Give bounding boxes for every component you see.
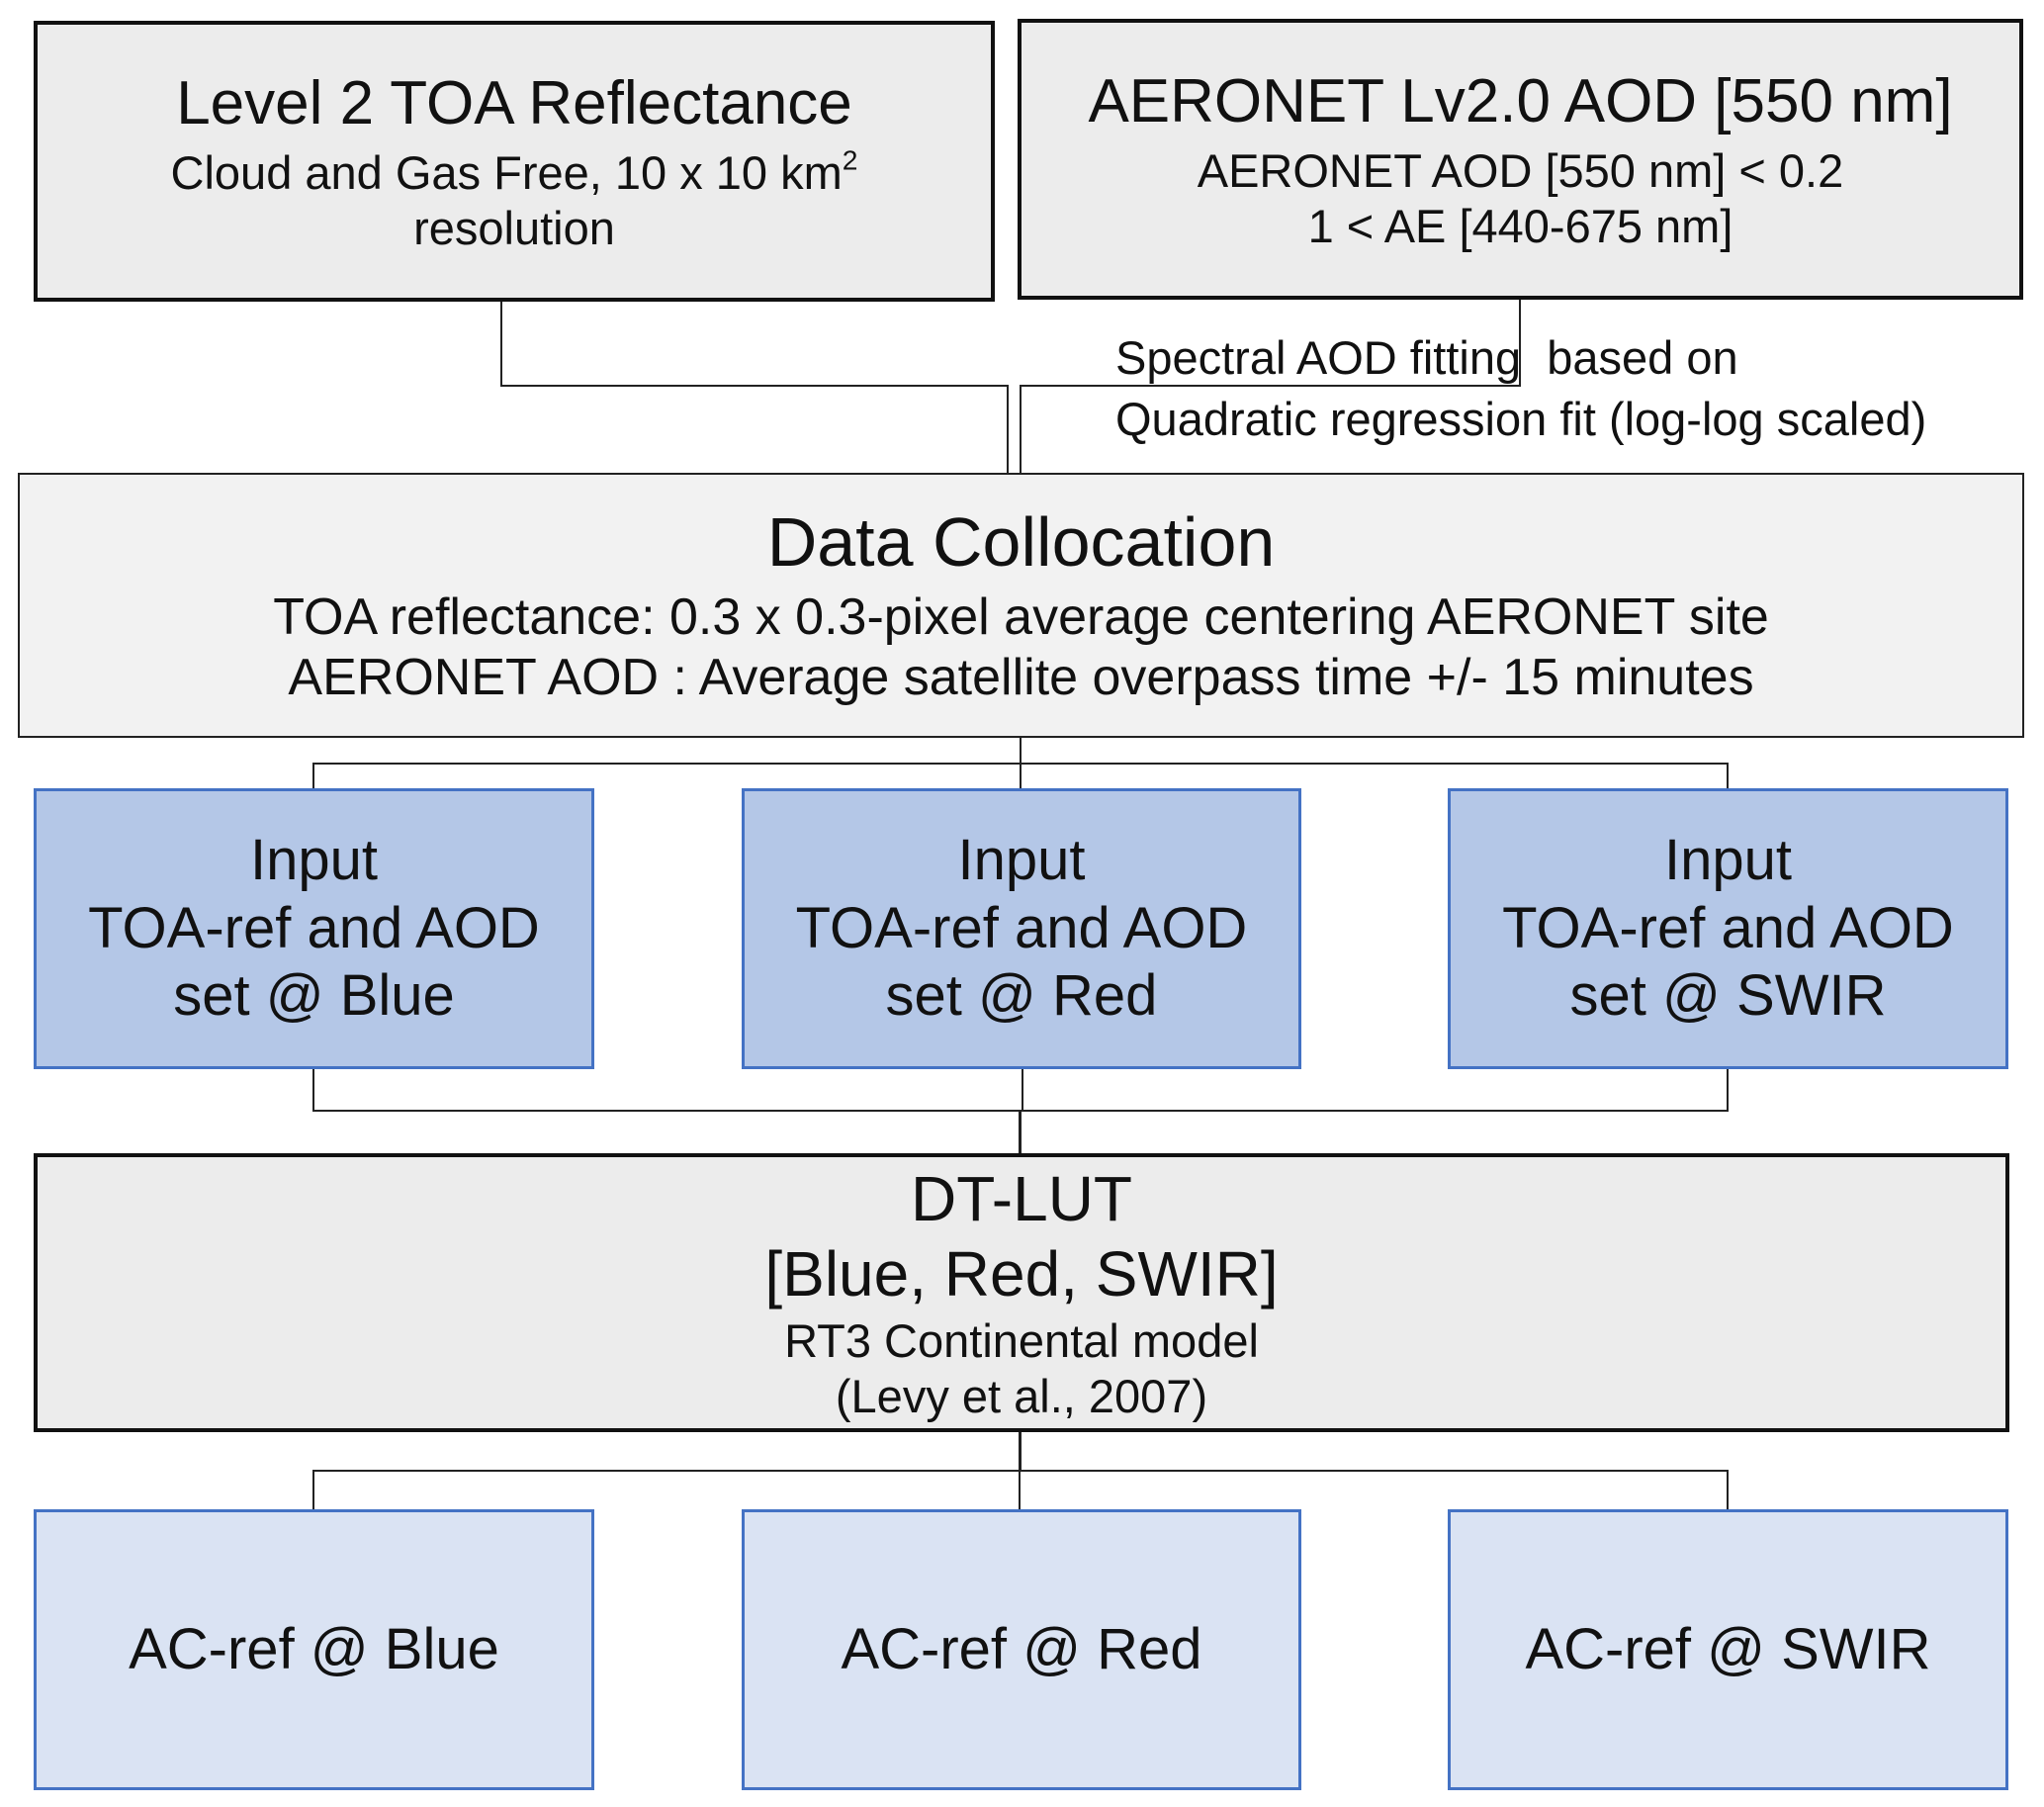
connector-dtlut-down	[1019, 1432, 1022, 1472]
input-red-line2: TOA-ref and AOD	[795, 895, 1248, 960]
connector-aeronet-down	[1519, 300, 1521, 387]
connector-level2-to-collocation	[1007, 385, 1009, 473]
connector-aeronet-horizontal	[1020, 385, 1521, 387]
input-box-red: Input TOA-ref and AOD set @ Red	[742, 788, 1301, 1069]
output-blue-label: AC-ref @ Blue	[129, 1616, 499, 1681]
aeronet-box: AERONET Lv2.0 AOD [550 nm] AERONET AOD […	[1018, 19, 2023, 300]
fitting-note-line1: Spectral AOD fitting based on	[1115, 331, 1738, 384]
input-swir-line1: Input	[1664, 828, 1792, 893]
input-swir-line2: TOA-ref and AOD	[1502, 895, 1954, 960]
level2-line2: resolution	[413, 201, 615, 254]
connector-output-red	[1019, 1470, 1021, 1509]
level2-line1-sup: 2	[842, 143, 858, 176]
dt-lut-box: DT-LUT [Blue, Red, SWIR] RT3 Continental…	[34, 1153, 2009, 1432]
aeronet-line2: 1 < AE [440-675 nm]	[1307, 199, 1733, 252]
dtlut-title: DT-LUT	[911, 1163, 1132, 1235]
connector-dtlut-branch	[312, 1470, 1729, 1472]
output-swir-label: AC-ref @ SWIR	[1525, 1616, 1931, 1681]
connector-output-blue	[312, 1470, 314, 1509]
fitting-note-line2: Quadratic regression fit (log-log scaled…	[1115, 393, 1927, 445]
input-box-swir: Input TOA-ref and AOD set @ SWIR	[1448, 788, 2008, 1069]
aeronet-line1: AERONET AOD [550 nm] < 0.2	[1197, 144, 1844, 198]
input-red-line1: Input	[957, 828, 1086, 893]
connector-aeronet-to-collocation	[1020, 385, 1022, 473]
connector-level2-down	[500, 300, 502, 387]
input-blue-line3: set @ Blue	[173, 963, 455, 1029]
dtlut-reference: (Levy et al., 2007)	[835, 1369, 1208, 1422]
connector-input-blue-down	[312, 1069, 314, 1112]
level2-title: Level 2 TOA Reflectance	[176, 68, 852, 137]
output-red-label: AC-ref @ Red	[841, 1616, 1202, 1681]
input-box-blue: Input TOA-ref and AOD set @ Blue	[34, 788, 594, 1069]
collocation-line2: AERONET AOD : Average satellite overpass…	[288, 649, 1754, 707]
dtlut-bands: [Blue, Red, SWIR]	[764, 1237, 1279, 1310]
data-collocation-box: Data Collocation TOA reflectance: 0.3 x …	[18, 473, 2024, 738]
connector-output-swir	[1727, 1470, 1729, 1509]
connector-level2-horizontal	[500, 385, 1009, 387]
output-box-blue: AC-ref @ Blue	[34, 1509, 594, 1790]
connector-merge-to-dtlut	[1019, 1110, 1022, 1153]
output-box-swir: AC-ref @ SWIR	[1448, 1509, 2008, 1790]
connector-branch-blue	[312, 763, 314, 788]
connector-input-swir-down	[1727, 1069, 1729, 1112]
collocation-line1: TOA reflectance: 0.3 x 0.3-pixel average…	[273, 587, 1769, 646]
dtlut-model: RT3 Continental model	[784, 1314, 1259, 1368]
level2-line1-main: Cloud and Gas Free, 10 x 10 km	[170, 146, 843, 200]
connector-input-red-down	[1022, 1069, 1023, 1112]
aeronet-title: AERONET Lv2.0 AOD [550 nm]	[1088, 66, 1953, 136]
level2-toa-box: Level 2 TOA Reflectance Cloud and Gas Fr…	[34, 21, 995, 302]
collocation-title: Data Collocation	[766, 503, 1276, 582]
input-red-line3: set @ Red	[885, 963, 1158, 1029]
input-blue-line1: Input	[250, 828, 378, 893]
fitting-note: Spectral AOD fitting based on Quadratic …	[1115, 327, 1926, 450]
input-swir-line3: set @ SWIR	[1569, 963, 1887, 1029]
output-box-red: AC-ref @ Red	[742, 1509, 1301, 1790]
connector-branch-swir	[1727, 763, 1729, 788]
connector-collocation-branch	[312, 763, 1729, 765]
input-blue-line2: TOA-ref and AOD	[88, 895, 540, 960]
level2-line1: Cloud and Gas Free, 10 x 10 km2	[171, 145, 858, 200]
